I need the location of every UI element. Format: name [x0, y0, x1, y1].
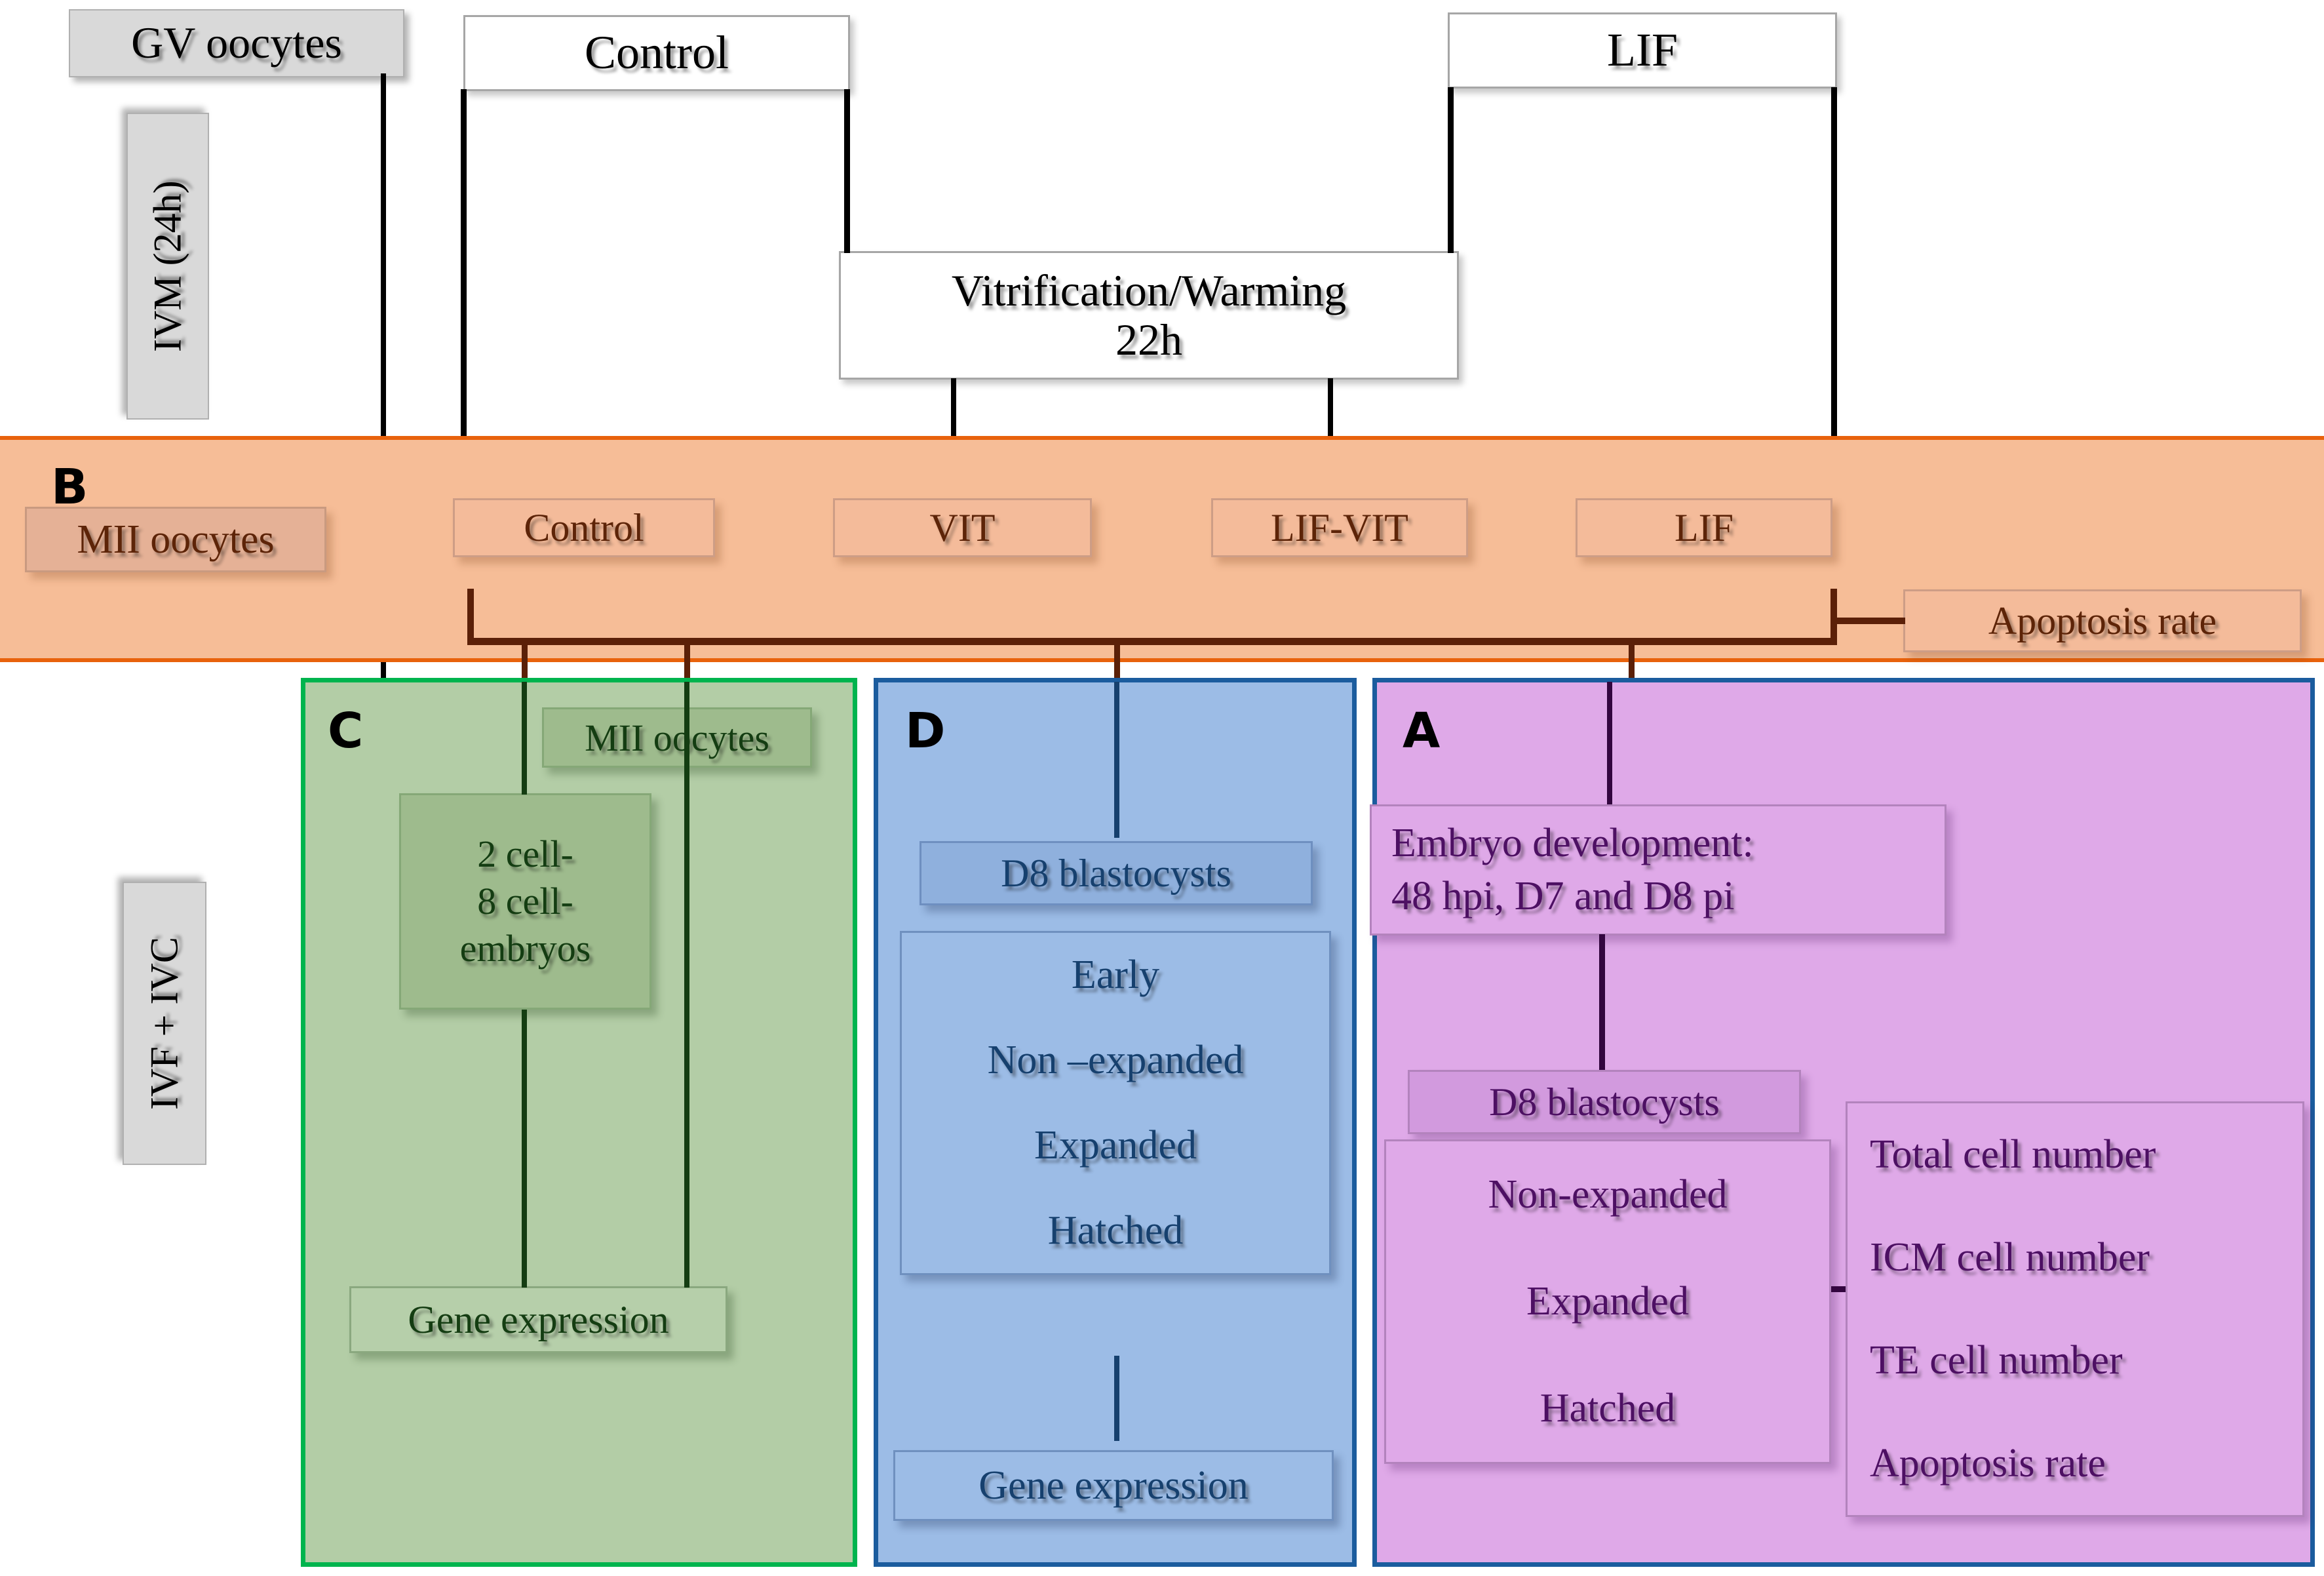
embryo-stage-line-3: embryos — [459, 926, 591, 970]
bracket-groups-horizontal — [467, 638, 1837, 645]
connector-a-dev-to-d8 — [1599, 934, 1605, 1093]
connector-a-top — [1607, 682, 1612, 806]
panel-b-letter: B — [51, 459, 88, 515]
embryo-development-line-2: 48 hpi, D7 and D8 pi — [1391, 874, 1735, 918]
embryo-stage-line-2: 8 cell- — [477, 880, 573, 923]
lif-top-box: LIF — [1448, 12, 1837, 89]
blastocyst-stage-d-1: Early — [1071, 953, 1160, 998]
descender-to-d8-blastocysts-d — [1114, 644, 1120, 682]
measure-a-2: ICM cell number — [1870, 1235, 2150, 1280]
mii-oocytes-b-box: MII oocytes — [25, 507, 326, 572]
connector-control-to-vitrification — [844, 89, 850, 253]
connector-control-left — [461, 89, 467, 479]
group-label-control: Control — [524, 505, 644, 549]
connector-c-embryos-to-gene-expression — [522, 1010, 527, 1288]
gene-expression-c-label: Gene expression — [408, 1297, 669, 1341]
ivm-duration-box: IVM (24h) — [126, 113, 209, 420]
d8-blastocysts-d-label: D8 blastocysts — [1001, 851, 1231, 895]
group-box-control: Control — [453, 498, 715, 557]
embryo-development-a-box: Embryo development: 48 hpi, D7 and D8 pi — [1370, 804, 1946, 936]
vitrification-line-2: 22h — [1115, 315, 1182, 364]
connector-c-left-to-embryos — [522, 682, 527, 795]
blastocyst-stage-a-3: Hatched — [1540, 1386, 1676, 1430]
descender-to-embryo-development-a — [1629, 644, 1635, 682]
measure-a-3: TE cell number — [1870, 1338, 2123, 1383]
bracket-groups-left-riser — [467, 589, 474, 641]
connector-vitrification-to-lifvit — [1328, 378, 1333, 480]
lif-top-label: LIF — [1607, 24, 1678, 77]
panel-a-letter: A — [1403, 703, 1441, 759]
group-label-lif-vit: LIF-VIT — [1271, 505, 1408, 549]
ivm-duration-label: IVM (24h) — [145, 180, 189, 352]
gene-expression-d-label: Gene expression — [978, 1463, 1249, 1508]
blastocyst-stage-d-3: Expanded — [1034, 1122, 1197, 1168]
panel-c-letter: C — [328, 703, 364, 759]
blastocyst-stages-d-box: Early Non –expanded Expanded Hatched — [900, 931, 1331, 1275]
connector-vitrification-to-vit — [951, 378, 956, 480]
connector-d-top — [1114, 682, 1119, 838]
control-top-label: Control — [584, 26, 729, 79]
embryo-stages-c-box: 2 cell- 8 cell- embryos — [399, 793, 651, 1010]
group-box-lif-vit: LIF-VIT — [1211, 498, 1468, 557]
ivf-ivc-box: IVF + IVC — [123, 882, 206, 1165]
gene-expression-c-box: Gene expression — [349, 1286, 727, 1353]
embryo-development-line-1: Embryo development: — [1391, 821, 1754, 866]
d8-blastocysts-d-box: D8 blastocysts — [920, 841, 1313, 905]
blastocyst-stage-a-1: Non-expanded — [1488, 1172, 1728, 1217]
bracket-to-apoptosis-connector — [1837, 618, 1905, 624]
group-box-vit: VIT — [833, 498, 1092, 557]
group-label-vit: VIT — [929, 505, 996, 549]
mii-oocytes-c-label: MII oocytes — [585, 716, 769, 759]
control-top-box: Control — [463, 15, 850, 91]
blastocyst-stages-a-box: Non-expanded Expanded Hatched — [1384, 1139, 1831, 1464]
d8-blastocysts-a-box: D8 blastocysts — [1408, 1070, 1801, 1134]
mii-oocytes-c-box: MII oocytes — [542, 707, 812, 768]
measure-a-4: Apoptosis rate — [1870, 1441, 2106, 1486]
group-label-lif: LIF — [1675, 505, 1733, 549]
apoptosis-rate-b-label: Apoptosis rate — [1988, 599, 2217, 642]
blastocyst-stage-a-2: Expanded — [1526, 1279, 1689, 1324]
panel-d-letter: D — [905, 703, 946, 759]
descender-to-mii-oocytes-c — [684, 644, 690, 682]
connector-lif-right — [1831, 87, 1837, 481]
connector-c-mii-to-gene-expression — [684, 682, 689, 1288]
d8-blastocysts-a-label: D8 blastocysts — [1489, 1080, 1720, 1124]
bracket-groups-right-riser — [1830, 589, 1837, 641]
vitrification-line-1: Vitrification/Warming — [951, 266, 1347, 316]
gv-oocytes-label: GV oocytes — [131, 18, 342, 68]
mii-oocytes-b-label: MII oocytes — [77, 517, 275, 562]
descender-to-2cell-embryos — [522, 644, 528, 682]
gv-oocytes-box: GV oocytes — [69, 9, 404, 77]
connector-lif-to-vitrification — [1448, 87, 1454, 253]
blastocyst-stage-d-4: Hatched — [1047, 1208, 1184, 1253]
embryo-stage-line-1: 2 cell- — [477, 833, 573, 876]
blastocyst-stage-d-2: Non –expanded — [987, 1038, 1244, 1083]
connector-d-stages-to-gene-expression — [1114, 1356, 1119, 1441]
measures-a-box: Total cell number ICM cell number TE cel… — [1846, 1101, 2304, 1517]
ivf-ivc-label: IVF + IVC — [142, 937, 186, 1110]
apoptosis-rate-b-box: Apoptosis rate — [1903, 589, 2302, 652]
gene-expression-d-box: Gene expression — [893, 1450, 1334, 1521]
measure-a-1: Total cell number — [1870, 1132, 2156, 1177]
group-box-lif: LIF — [1576, 498, 1832, 557]
vitrification-warming-box: Vitrification/Warming 22h — [839, 251, 1459, 380]
